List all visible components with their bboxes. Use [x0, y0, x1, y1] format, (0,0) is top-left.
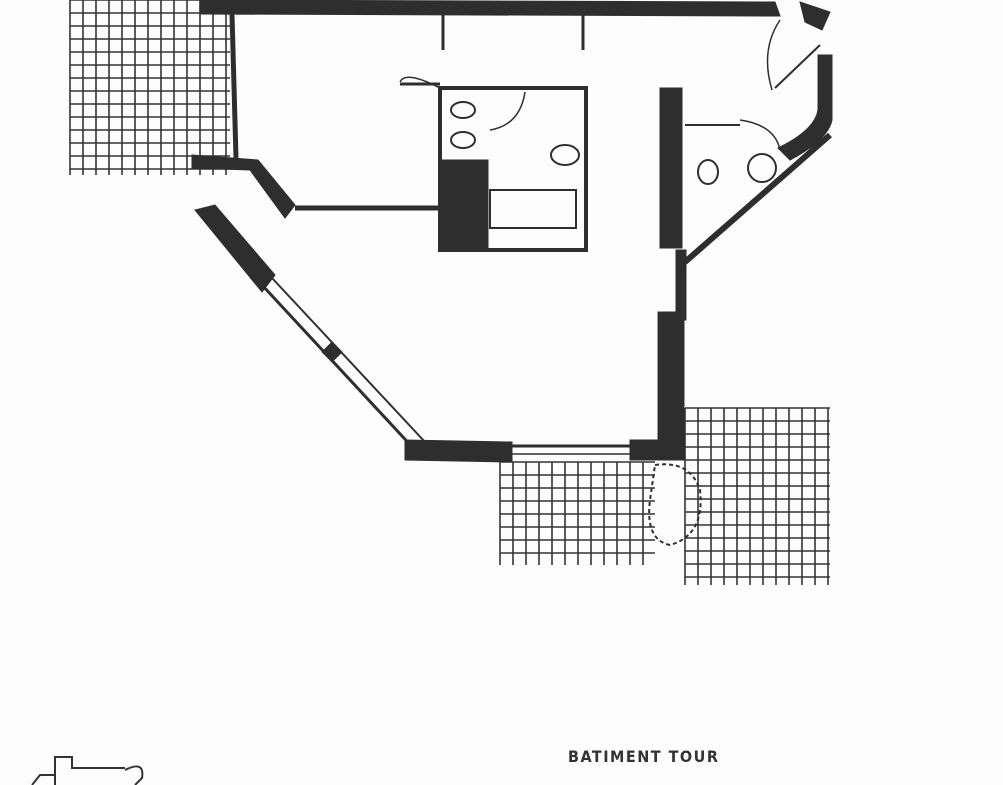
- key-plan: [31, 756, 144, 785]
- central-wall-mid: [675, 249, 687, 321]
- terrace-bottom-right: [684, 407, 830, 585]
- diagonal-right-wall: [683, 132, 832, 265]
- planter: [648, 463, 702, 547]
- central-wall-upper: [659, 87, 683, 249]
- top-right-door-wall: [799, 1, 831, 31]
- toilet: [450, 101, 476, 119]
- bathroom-door-arc: [489, 91, 526, 131]
- bottom-wall: [404, 439, 513, 463]
- window-left: [260, 283, 417, 452]
- sink: [550, 144, 580, 166]
- central-wall-lower: [657, 311, 685, 453]
- terrace-bottom: [499, 461, 655, 565]
- walls: [191, 0, 833, 547]
- bidet: [450, 131, 476, 149]
- left-diagonal-wall: [194, 204, 276, 293]
- top-wall: [199, 0, 781, 17]
- wc-toilet: [747, 153, 777, 183]
- terrace-top-left: [69, 0, 230, 175]
- main-door-arc: [766, 19, 781, 91]
- bottom-wall-right: [629, 439, 686, 461]
- building-caption: BATIMENT TOUR: [568, 747, 720, 766]
- curved-wall: [777, 54, 833, 161]
- wc-sink: [697, 159, 719, 185]
- upper-left-wall: [191, 154, 296, 219]
